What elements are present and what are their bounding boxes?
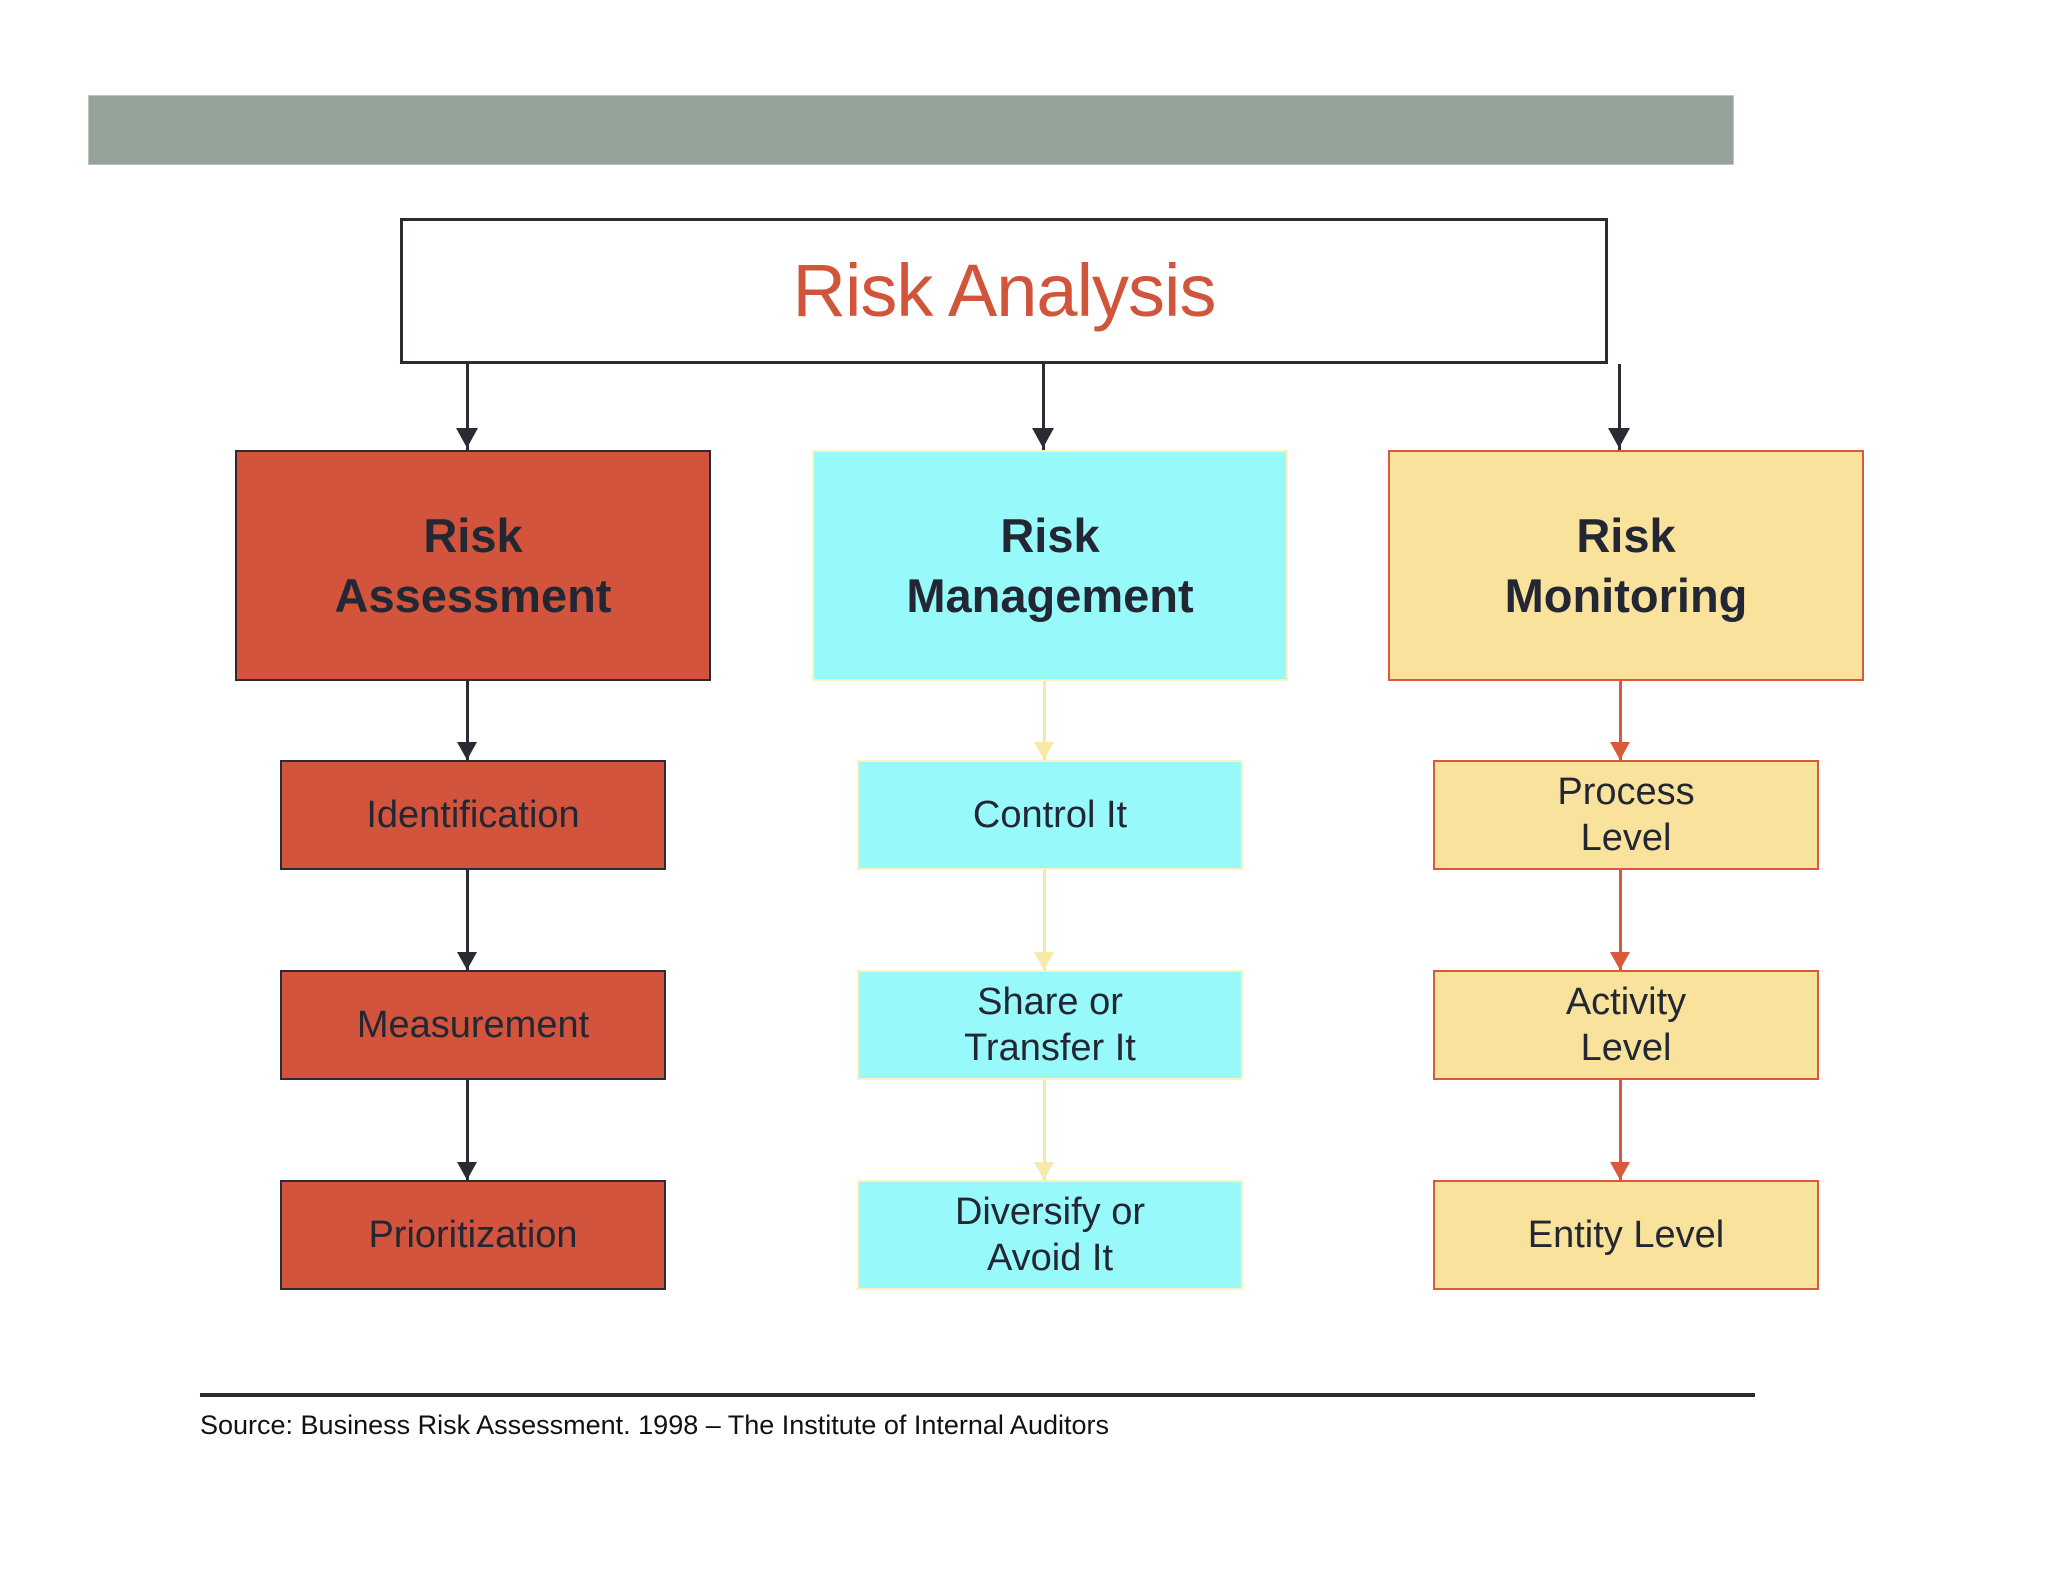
node-prioritization[interactable]: Prioritization [280,1180,666,1290]
node-label: Measurement [356,1003,590,1046]
title-connector-line-3 [1618,364,1621,450]
column-header-line-1: Risk [1000,509,1100,563]
node-label-line-1: Process [1557,770,1695,813]
connector-line-assessment-1 [466,681,469,760]
node-label: Identification [366,793,580,836]
connector-line-assessment-2 [466,870,469,970]
node-measurement[interactable]: Measurement [280,970,666,1080]
connector-line-management-1 [1043,681,1046,760]
title-connector-line-2 [1042,364,1045,450]
source-citation: Source: Business Risk Assessment. 1998 –… [200,1410,1109,1440]
column-header-risk-assessment[interactable]: Risk Assessment [235,450,711,681]
node-process-level[interactable]: Process Level [1433,760,1819,870]
footer-divider [200,1393,1755,1397]
connector-line-monitoring-2 [1619,870,1622,970]
connector-arrow-assessment-2 [457,952,477,970]
column-header-line-2: Assessment [334,568,612,622]
node-identification[interactable]: Identification [280,760,666,870]
node-label-line-2: Level [1580,817,1672,859]
node-diversify-or-avoid-it[interactable]: Diversify or Avoid It [857,1180,1243,1290]
connector-arrow-management-1 [1034,742,1054,760]
column-header-risk-monitoring[interactable]: Risk Monitoring [1388,450,1864,681]
connector-line-management-3 [1043,1080,1046,1180]
node-label: Control It [972,793,1128,836]
top-banner-bar [88,95,1734,165]
title-connector-arrow-1 [456,428,478,448]
column-header-risk-management[interactable]: Risk Management [812,450,1288,681]
title-connector-arrow-3 [1608,428,1630,448]
node-entity-level[interactable]: Entity Level [1433,1180,1819,1290]
node-control-it[interactable]: Control It [857,760,1243,870]
node-label-line-2: Level [1580,1027,1672,1069]
connector-line-monitoring-1 [1619,681,1622,760]
column-header-line-2: Management [906,568,1194,622]
node-label-line-1: Activity [1565,980,1687,1023]
column-header-line-2: Monitoring [1504,568,1748,622]
column-risk-management: Risk Management Control It Share or Tran… [812,450,1288,1290]
diagram-title-box: Risk Analysis [400,218,1608,364]
node-label-line-2: Transfer It [964,1027,1136,1069]
connector-arrow-assessment-3 [457,1162,477,1180]
column-header-line-1: Risk [1576,509,1676,563]
connector-line-monitoring-3 [1619,1080,1622,1180]
connector-arrow-assessment-1 [457,742,477,760]
connector-arrow-management-2 [1034,952,1054,970]
node-activity-level[interactable]: Activity Level [1433,970,1819,1080]
connector-arrow-management-3 [1034,1162,1054,1180]
connector-line-management-2 [1043,870,1046,970]
node-label-line-2: Avoid It [986,1237,1114,1279]
node-label-line-1: Share or [977,980,1123,1023]
node-label: Prioritization [368,1213,578,1256]
title-connector-line-1 [466,364,469,450]
connector-arrow-monitoring-3 [1610,1162,1630,1180]
page-title: Risk Analysis [792,249,1217,332]
node-share-or-transfer-it[interactable]: Share or Transfer It [857,970,1243,1080]
connector-line-assessment-3 [466,1080,469,1180]
connector-arrow-monitoring-1 [1610,742,1630,760]
column-risk-monitoring: Risk Monitoring Process Level Activity L… [1388,450,1864,1290]
column-header-line-1: Risk [423,509,523,563]
connector-arrow-monitoring-2 [1610,952,1630,970]
node-label: Entity Level [1527,1213,1725,1256]
node-label-line-1: Diversify or [954,1190,1146,1233]
title-connector-arrow-2 [1032,428,1054,448]
column-risk-assessment: Risk Assessment Identification Measureme… [235,450,711,1290]
